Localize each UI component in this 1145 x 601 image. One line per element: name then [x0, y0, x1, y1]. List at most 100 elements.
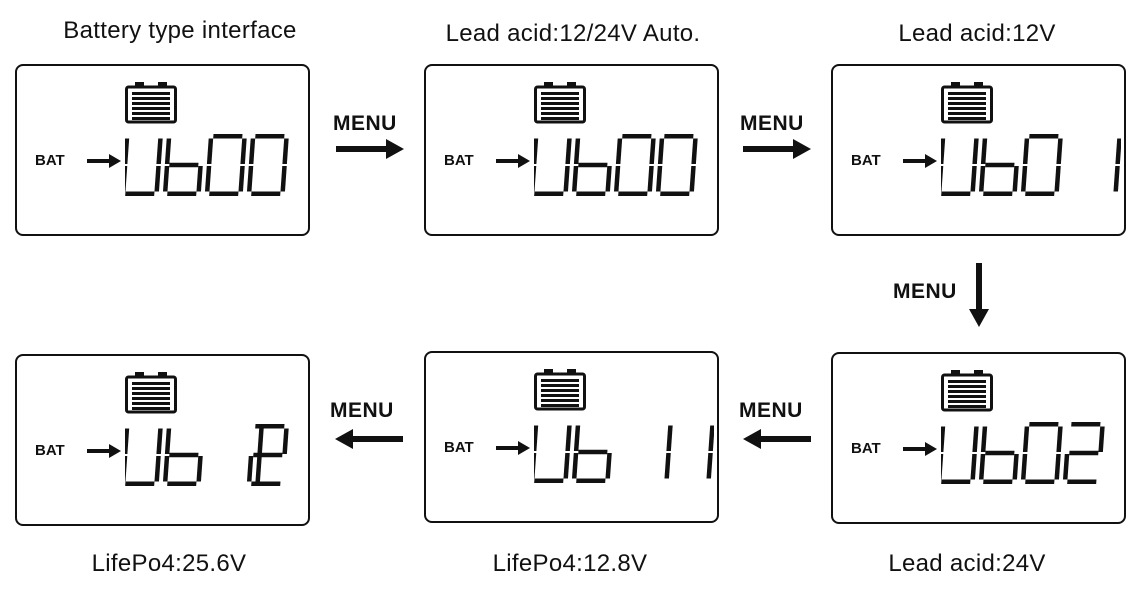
- segment-d: [1025, 479, 1055, 484]
- segment-f: [1022, 138, 1030, 164]
- seven-segment-digit: [162, 138, 203, 196]
- segment-d: [941, 191, 971, 196]
- segment-f: [980, 138, 988, 164]
- seven-segment-digit: [571, 138, 612, 196]
- segment-e: [162, 166, 170, 192]
- segment-d: [125, 191, 155, 196]
- segment-d: [167, 191, 197, 196]
- lcd-screen-lifepo4-25-6v: BATUb12: [15, 354, 310, 526]
- segment-b: [972, 138, 979, 164]
- segment-display: [125, 424, 289, 486]
- segment-e: [941, 166, 944, 192]
- battery-icon: [125, 82, 177, 124]
- segment-d: [209, 191, 239, 196]
- segment-d: [983, 191, 1013, 196]
- caption-lead-acid-auto: Lead acid:12/24V Auto.: [445, 20, 701, 47]
- seven-segment-digit: [1020, 422, 1063, 484]
- segment-e: [162, 456, 170, 482]
- segment-e: [534, 453, 537, 479]
- seven-segment-digit: [571, 425, 612, 483]
- bat-label: BAT: [444, 439, 474, 456]
- seven-segment-digit: [246, 424, 289, 486]
- segment-b: [666, 425, 673, 451]
- seven-segment-digit: [255, 428, 264, 482]
- lcd-screen-lead-acid-auto: BATUb00: [424, 64, 719, 236]
- seven-segment-digit: [204, 134, 247, 196]
- battery-icon: [941, 82, 993, 124]
- segment-c: [154, 456, 161, 482]
- segment-g: [985, 450, 1015, 456]
- menu-label-2: MENU: [740, 112, 804, 135]
- segment-e: [204, 166, 212, 192]
- menu-label-1: MENU: [333, 112, 397, 135]
- segment-d: [167, 481, 197, 486]
- pointer-arrow-icon: [903, 154, 937, 168]
- segment-g: [578, 162, 608, 168]
- segment-c: [706, 453, 713, 479]
- caption-lead-acid-24v: Lead acid:24V: [888, 550, 1046, 577]
- segment-a: [1029, 422, 1059, 427]
- segment-c: [1054, 454, 1061, 480]
- segment-b: [972, 426, 979, 452]
- bat-label: BAT: [851, 440, 881, 457]
- segment-b: [1115, 138, 1121, 164]
- segment-a: [1029, 134, 1059, 139]
- segment-c: [970, 454, 977, 480]
- caption-lifepo4-12-8v: LifePo4:12.8V: [492, 550, 648, 577]
- segment-d: [983, 479, 1013, 484]
- seven-segment-digit: [1113, 138, 1121, 192]
- bat-label: BAT: [851, 152, 881, 169]
- segment-c: [196, 166, 203, 192]
- segment-d: [618, 191, 648, 196]
- bat-label: BAT: [35, 442, 65, 459]
- segment-g: [1069, 450, 1099, 456]
- segment-g: [985, 162, 1015, 168]
- segment-b: [1056, 138, 1063, 164]
- segment-c: [255, 456, 262, 482]
- segment-g: [253, 452, 283, 458]
- segment-c: [196, 456, 203, 482]
- segment-c: [1054, 166, 1061, 192]
- segment-e: [571, 453, 579, 479]
- seven-segment-digit: [978, 426, 1019, 484]
- segment-c: [970, 166, 977, 192]
- segment-f: [164, 428, 172, 454]
- seven-segment-digit: [125, 138, 163, 196]
- arrow-right-icon: [336, 139, 404, 159]
- segment-d: [1025, 191, 1055, 196]
- segment-f: [941, 426, 946, 452]
- segment-f: [125, 428, 130, 454]
- segment-e: [655, 166, 663, 192]
- menu-label-5: MENU: [330, 399, 394, 422]
- segment-f: [573, 138, 581, 164]
- segment-a: [664, 134, 694, 139]
- segment-a: [1071, 422, 1101, 427]
- segment-d: [1067, 479, 1097, 484]
- seven-segment-digit: [534, 425, 572, 483]
- bat-label: BAT: [444, 152, 474, 169]
- segment-b: [565, 425, 572, 451]
- bat-label: BAT: [35, 152, 65, 169]
- segment-b: [257, 428, 264, 454]
- menu-label-3: MENU: [893, 280, 957, 303]
- segment-c: [647, 166, 654, 192]
- arrow-down-icon: [969, 263, 989, 327]
- segment-b: [1056, 426, 1063, 452]
- segment-c: [238, 166, 245, 192]
- seven-segment-digit: [941, 426, 979, 484]
- segment-b: [565, 138, 572, 164]
- segment-f: [657, 138, 665, 164]
- segment-b: [240, 138, 247, 164]
- seven-segment-digit: [125, 428, 163, 486]
- segment-b: [156, 428, 163, 454]
- segment-d: [534, 191, 564, 196]
- segment-c: [605, 166, 612, 192]
- segment-e: [125, 166, 128, 192]
- segment-e: [534, 166, 537, 192]
- seven-segment-digit: [655, 134, 698, 196]
- segment-f: [534, 138, 539, 164]
- segment-d: [941, 479, 971, 484]
- segment-c: [154, 166, 161, 192]
- segment-b: [708, 425, 714, 451]
- pointer-arrow-icon: [496, 154, 530, 168]
